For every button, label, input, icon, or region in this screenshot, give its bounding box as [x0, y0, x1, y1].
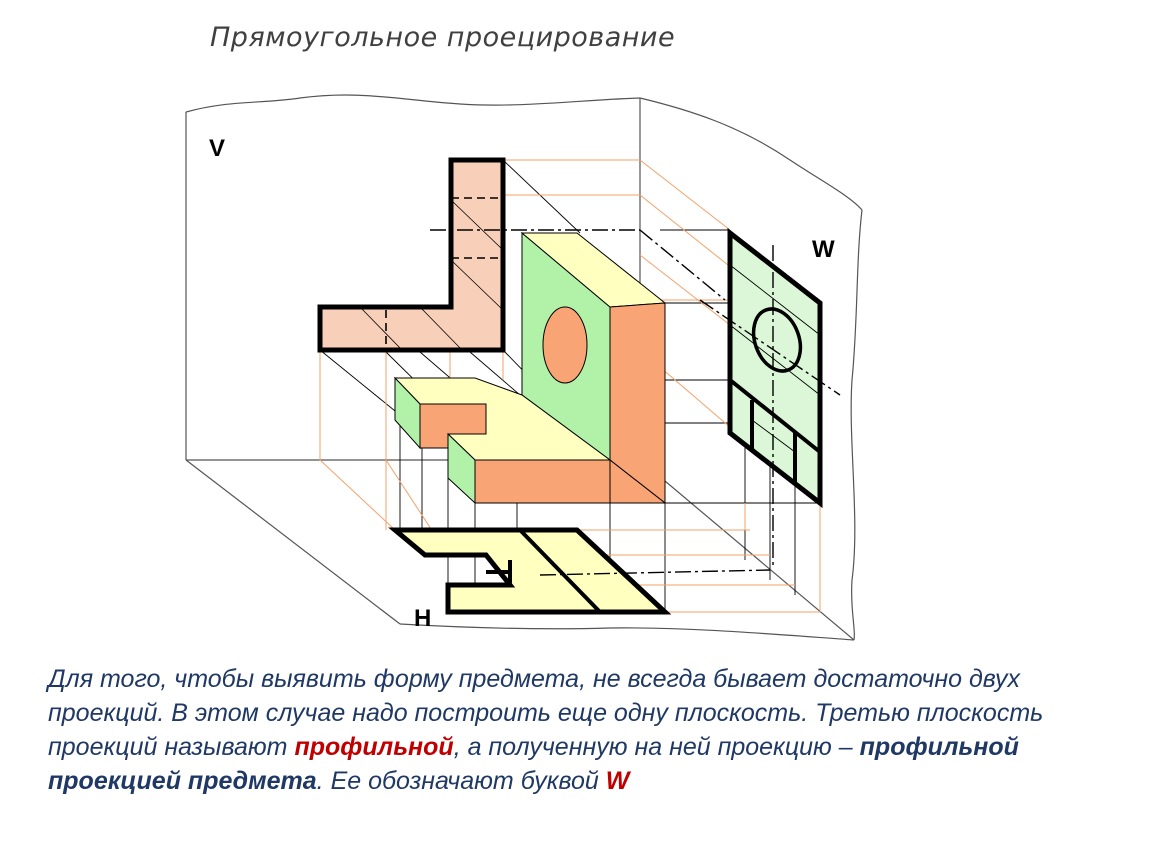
plane-w-top-edge: [639, 97, 863, 211]
caption-term-profile-projection: профильной проекцией предмета: [48, 733, 1019, 795]
axis-link-vw: [639, 229, 726, 301]
caption-part-3: . Ее обозначают буквой: [316, 767, 606, 795]
hole: [542, 306, 588, 384]
horizontal-projection-h: [388, 527, 771, 615]
plane-label-h: H: [414, 605, 431, 632]
caption-text: Для того, чтобы выявить форму предмета, …: [48, 662, 1108, 798]
frontal-projection-v: [317, 157, 640, 353]
axis-of-hole-h: [539, 569, 771, 576]
base-right-salmon: [609, 458, 667, 504]
hole-projection-w: [751, 307, 803, 373]
base-front-salmon: [474, 459, 611, 504]
plane-label-v: V: [209, 135, 225, 162]
profile-projection-w: [639, 227, 841, 565]
page-title: Прямоугольное проецирование: [210, 22, 676, 53]
caption-letter-w: W: [605, 767, 630, 795]
caption-part-2: , а полученную на ней проекцию –: [453, 733, 860, 761]
axis-hw: [639, 459, 855, 641]
plane-w-right-edge: [850, 209, 863, 641]
plane-v-top-edge: [185, 94, 641, 113]
isometric-object: [393, 231, 667, 505]
axis-of-hole-w: [699, 299, 841, 396]
caption-part-1: Для того, чтобы выявить форму предмета, …: [48, 665, 1044, 761]
caption-term-profile: профильной: [294, 733, 454, 761]
plane-label-w: W: [812, 236, 835, 263]
plane-h-bottom-edge: [399, 623, 855, 641]
plane-h-left-edge: [185, 459, 401, 625]
orange-projection-lines: [319, 159, 821, 613]
